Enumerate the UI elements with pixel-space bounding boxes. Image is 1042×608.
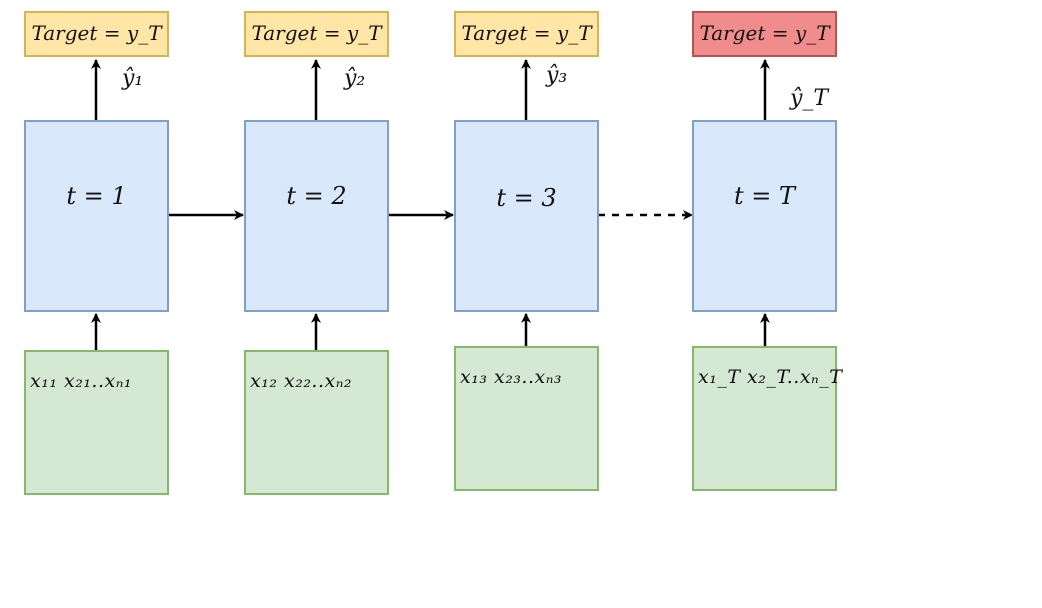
rnn-cell-2: t = 2	[244, 120, 389, 312]
input-box-2: x₁₂ x₂₂..xₙ₂	[244, 350, 389, 495]
target-label-final: Target = y_T	[699, 21, 830, 45]
input-label-3: x₁₃ x₂₃..xₙ₃	[460, 366, 563, 388]
input-label-final: x₁_T x₂_T..xₙ_T	[698, 366, 843, 388]
target-label-3: Target = y_T	[461, 21, 592, 45]
prediction-label-2: ŷ₂	[344, 66, 366, 91]
cell-label-1: t = 1	[66, 182, 127, 210]
prediction-label-1: ŷ₁	[122, 66, 144, 91]
cell-label-2: t = 2	[286, 182, 347, 210]
input-label-2: x₁₂ x₂₂..xₙ₂	[250, 370, 353, 392]
rnn-cell-3: t = 3	[454, 120, 599, 312]
rnn-cell-1: t = 1	[24, 120, 169, 312]
prediction-label-final: ŷ_T	[790, 86, 829, 111]
target-label-2: Target = y_T	[251, 21, 382, 45]
cell-label-final: t = T	[733, 182, 796, 210]
input-box-3: x₁₃ x₂₃..xₙ₃	[454, 346, 599, 491]
target-box-final: Target = y_T	[692, 11, 837, 57]
target-box-1: Target = y_T	[24, 11, 169, 57]
target-box-2: Target = y_T	[244, 11, 389, 57]
input-label-1: x₁₁ x₂₁..xₙ₁	[30, 370, 133, 392]
target-box-3: Target = y_T	[454, 11, 599, 57]
input-box-final: x₁_T x₂_T..xₙ_T	[692, 346, 842, 491]
rnn-cell-final: t = T	[692, 120, 837, 312]
cell-label-3: t = 3	[496, 184, 557, 212]
prediction-label-3: ŷ₃	[546, 63, 568, 88]
input-box-1: x₁₁ x₂₁..xₙ₁	[24, 350, 169, 495]
target-label-1: Target = y_T	[31, 21, 162, 45]
